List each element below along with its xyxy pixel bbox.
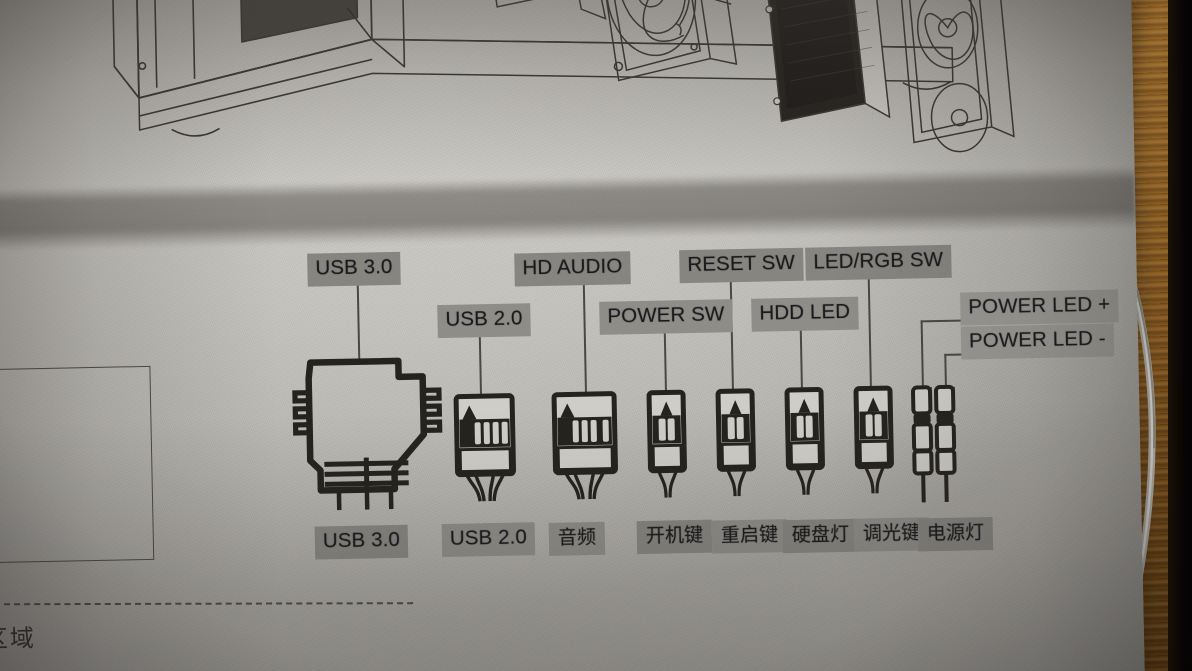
bottom-label-usb-2-0: USB 2.0 <box>441 522 536 557</box>
bottom-label-reset-button: 重启键 <box>711 519 788 554</box>
leader-usb30 <box>356 279 361 362</box>
bottom-label-hdd-led: 硬盘灯 <box>782 518 859 554</box>
leader-powersw <box>663 327 667 396</box>
connector-power-led-minus <box>934 384 957 502</box>
callout-usb-2-0: USB 2.0 <box>437 303 531 338</box>
connector-usb20 <box>453 393 517 502</box>
leader-powerled-minus-v <box>944 353 947 388</box>
connector-led-rgb-sw <box>853 385 894 494</box>
connector-reset-sw <box>715 388 756 497</box>
leader-hddled <box>799 324 803 393</box>
bottom-label-usb-3-0: USB 3.0 <box>314 524 409 560</box>
front-panel-connector-diagram: USB 3.0 USB 2.0 HD AUDIO POWER SW RESET … <box>292 244 1119 560</box>
bottom-cut-text: 请表上区域 <box>0 624 37 655</box>
callout-reset-sw: RESET SW <box>679 247 804 283</box>
connector-hd-audio <box>551 391 619 500</box>
desk-edge <box>1168 0 1192 671</box>
callout-hd-audio: HD AUDIO <box>514 251 631 287</box>
bottom-label-power-button: 开机键 <box>636 519 713 555</box>
connector-power-led-plus <box>911 385 934 503</box>
connector-power-sw <box>646 389 687 498</box>
callout-usb-3-0: USB 3.0 <box>307 251 401 287</box>
connector-hdd-led <box>784 386 825 495</box>
bottom-label-power-led: 电源灯 <box>917 516 994 552</box>
callout-hdd-led: HDD LED <box>751 296 859 332</box>
leader-resetsw <box>729 276 734 395</box>
callout-power-led-plus: POWER LED + <box>960 289 1119 326</box>
connector-usb30 <box>292 357 443 511</box>
leader-usb20 <box>478 331 482 400</box>
callout-led-rgb-sw: LED/RGB SW <box>805 244 952 281</box>
manual-paper-sheet: USB 3.0 USB 2.0 HD AUDIO POWER SW RESET … <box>0 0 1146 671</box>
leader-powerled-plus-v <box>920 320 924 389</box>
leader-ledrgb <box>867 273 872 392</box>
leader-hdaudio <box>582 279 587 398</box>
callout-power-led-minus: POWER LED - <box>960 323 1115 360</box>
callout-power-sw: POWER SW <box>599 299 733 335</box>
bottom-label-audio: 音频 <box>548 521 606 556</box>
